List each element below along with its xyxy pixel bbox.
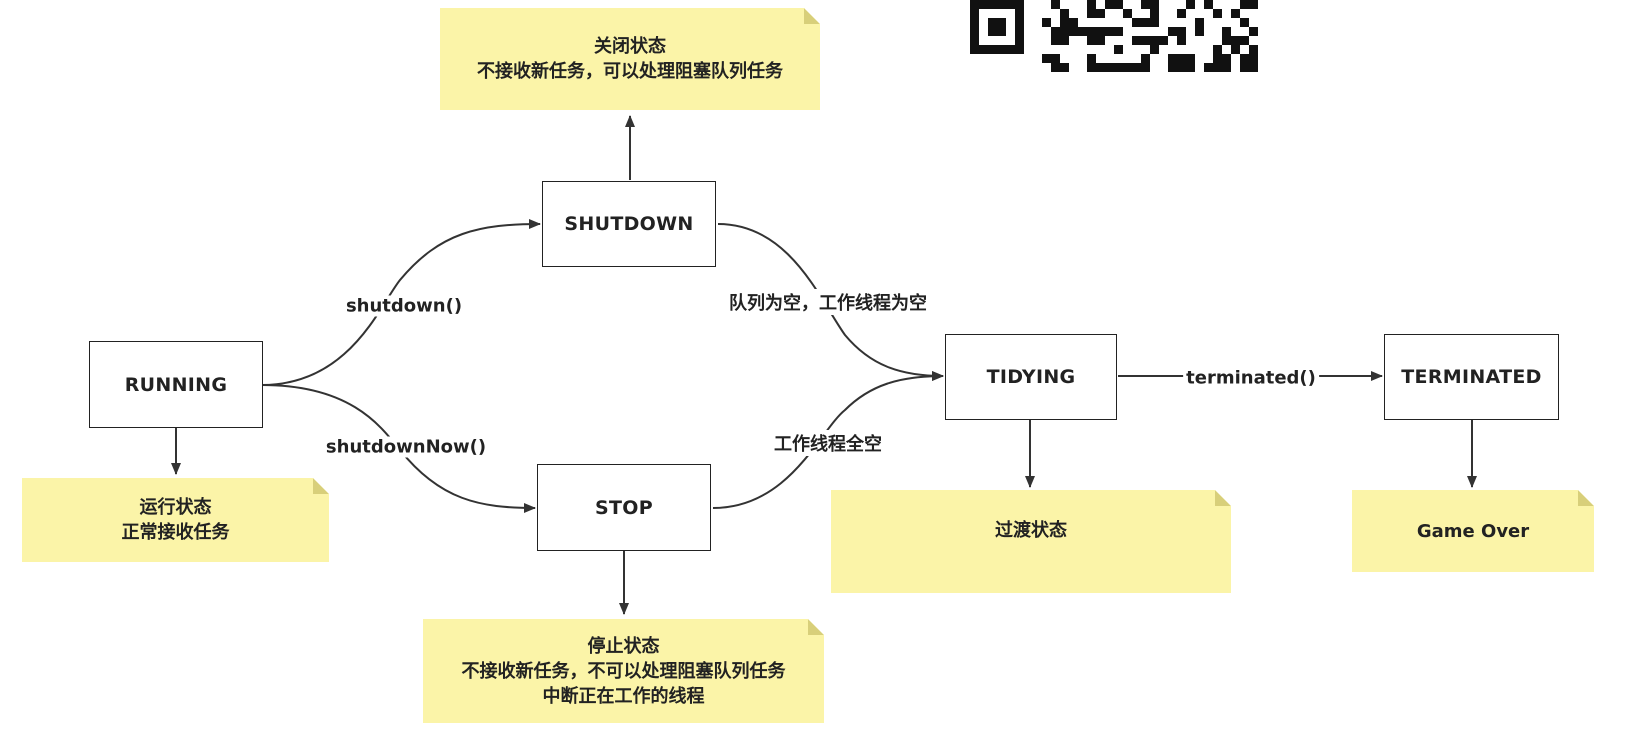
note-running: 运行状态 正常接收任务 (22, 478, 329, 562)
note-stop-line-2: 不接收新任务，不可以处理阻塞队列任务 (461, 660, 786, 682)
note-tidying: 过渡状态 (831, 490, 1231, 593)
note-stop-line-1: 停止状态 (587, 635, 660, 657)
note-terminated: Game Over (1352, 490, 1594, 572)
qr-code-icon (970, 0, 1260, 76)
state-tidying: TIDYING (945, 334, 1117, 420)
note-stop-line-3: 中断正在工作的线程 (542, 685, 705, 707)
note-running-line-1: 运行状态 (139, 497, 212, 518)
state-stop: STOP (537, 464, 711, 551)
note-shutdown: 关闭状态 不接收新任务，可以处理阻塞队列任务 (440, 8, 820, 110)
edge-label-queue-workers-empty: 队列为空，工作线程为空 (726, 289, 930, 315)
edge-label-shutdown-now: shutdownNow() (322, 436, 490, 458)
edge-stop-to-tidying (712, 371, 944, 509)
note-shutdown-line-1: 关闭状态 (594, 36, 666, 57)
state-running: RUNNING (89, 341, 263, 428)
edge-label-workers-all-empty: 工作线程全空 (771, 430, 885, 456)
edge-running-to-shutdown (261, 219, 541, 386)
state-shutdown: SHUTDOWN (542, 181, 716, 267)
note-terminated-line-1: Game Over (1416, 520, 1530, 542)
note-running-line-2: 正常接收任务 (121, 522, 230, 543)
note-stop: 停止状态 不接收新任务，不可以处理阻塞队列任务 中断正在工作的线程 (423, 619, 824, 723)
edge-label-shutdown: shutdown() (342, 295, 466, 317)
state-terminated: TERMINATED (1384, 334, 1559, 420)
note-shutdown-line-2: 不接收新任务，可以处理阻塞队列任务 (477, 61, 783, 82)
edge-label-terminated: terminated() (1183, 367, 1319, 389)
note-tidying-line-1: 过渡状态 (995, 520, 1067, 541)
edge-shutdown-to-tidying (717, 223, 944, 381)
